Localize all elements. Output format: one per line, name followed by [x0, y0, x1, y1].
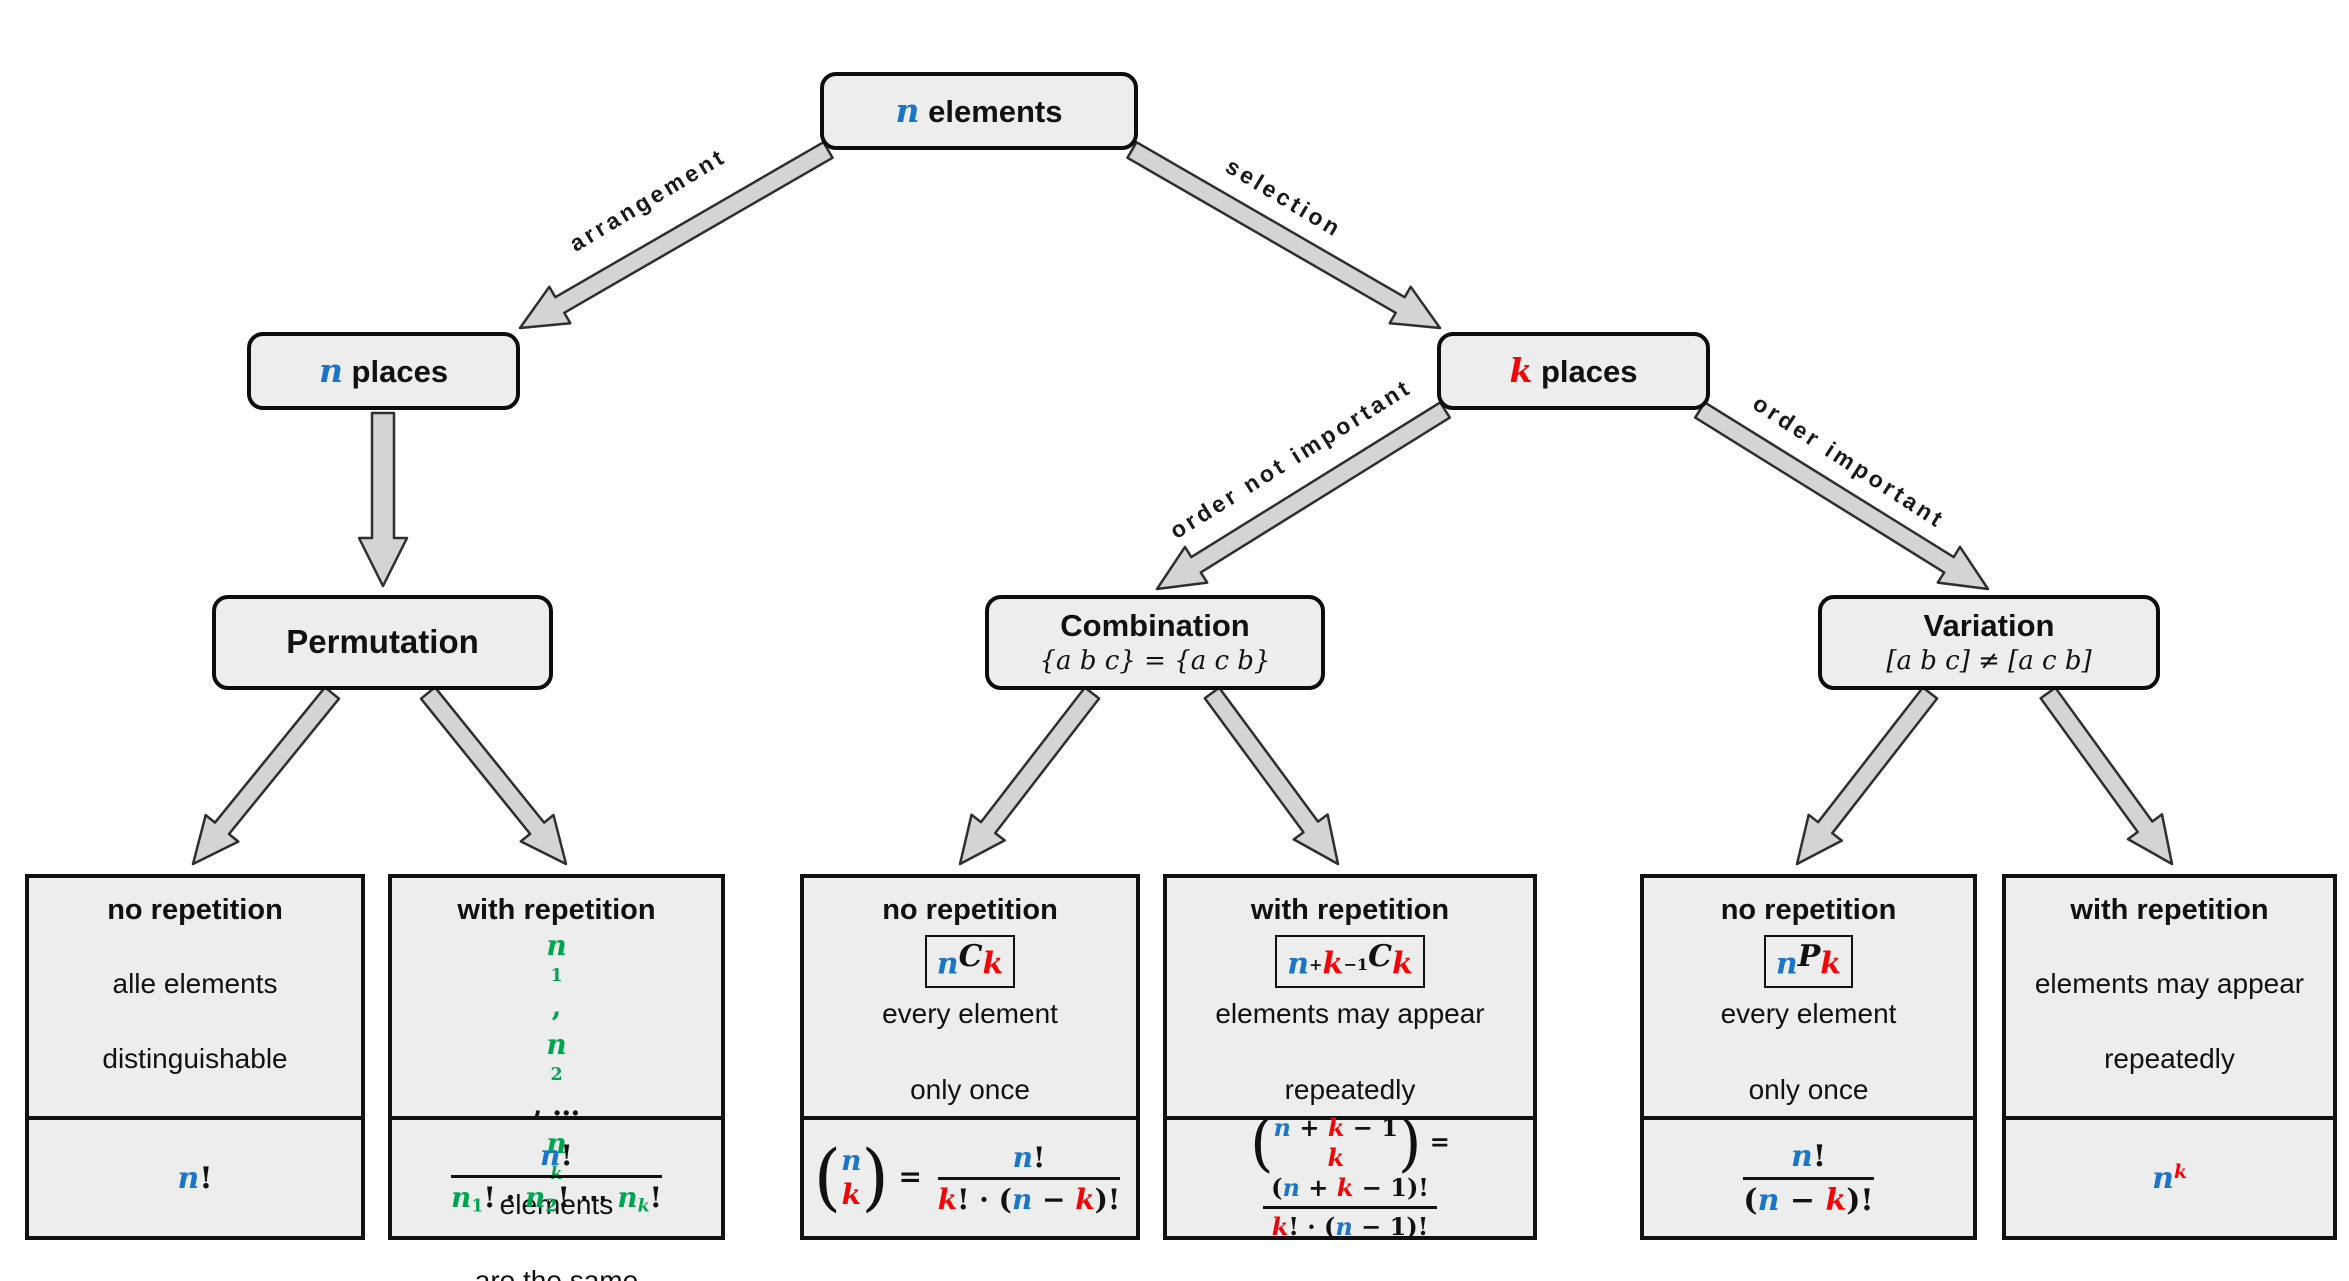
node-n-places-label: n places [318, 350, 449, 390]
node-combination: Combination {a b c} = {a c b} [985, 595, 1325, 690]
leaf-title: with repetition [1250, 894, 1450, 926]
node-k-places-label: k places [1509, 350, 1638, 390]
node-n-places: n places [247, 332, 520, 410]
node-n-elements: n elements [820, 72, 1138, 150]
node-combination-example: {a b c} = {a c b} [1039, 646, 1271, 677]
leaf-title: no repetition [107, 894, 283, 926]
formula-symbol-badge: nCk [924, 935, 1016, 988]
formula-symbol-badge: n+k−1Ck [1275, 935, 1425, 988]
node-combination-label: Combination [1060, 607, 1250, 643]
leaf-title: with repetition [2070, 894, 2269, 926]
node-k-places: k places [1437, 332, 1710, 410]
leaf-title: no repetition [1720, 894, 1897, 926]
node-permutation-label: Permutation [286, 623, 479, 661]
node-permutation: Permutation [212, 595, 553, 690]
leaf-title: no repetition [882, 894, 1058, 926]
leaf-formula: n! [177, 1160, 213, 1196]
formula-symbol-badge: nPk [1763, 935, 1854, 988]
node-variation-example: [a b c] ≠ [a c b] [1886, 646, 2092, 677]
leaf-formula: n!n1! · n2! ⋯ nk! [451, 1139, 662, 1217]
leaf-combination-with-repetition: with repetition n+k−1Ck elements may app… [1163, 874, 1537, 1242]
leaf-formula: nk [2152, 1160, 2187, 1196]
node-variation-label: Variation [1923, 607, 2055, 643]
node-n-elements-label: n elements [895, 90, 1063, 130]
leaf-formula: n!(n − k)! [1743, 1138, 1874, 1218]
node-variation: Variation [a b c] ≠ [a c b] [1818, 595, 2160, 690]
leaf-title: with repetition [457, 894, 656, 926]
